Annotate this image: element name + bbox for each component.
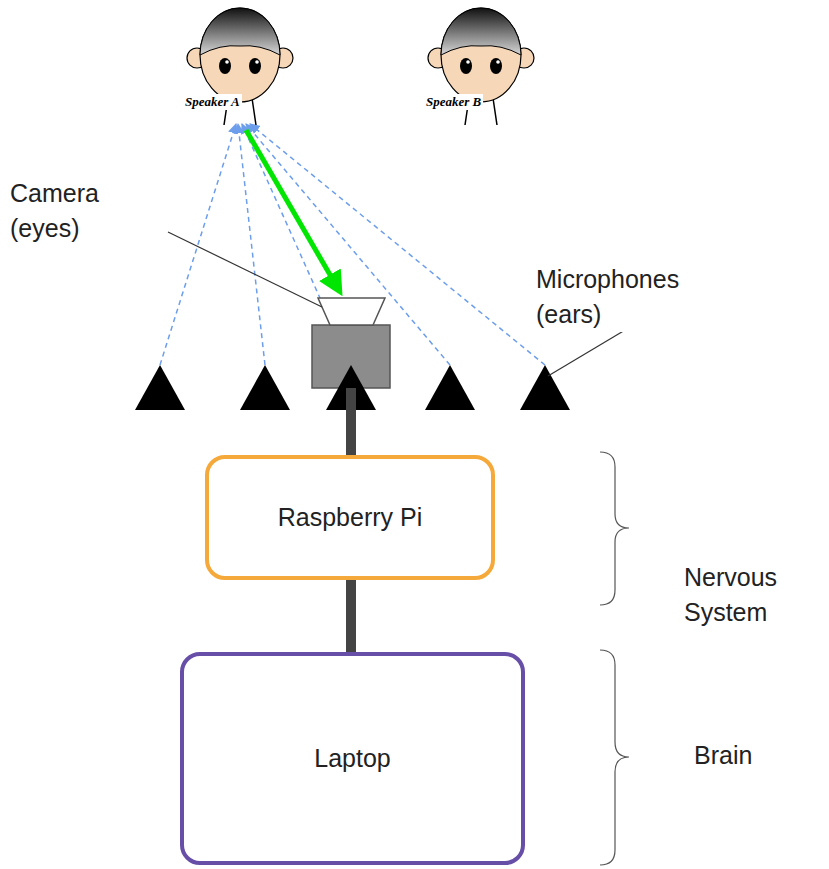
layer-label: Nervous System (684, 560, 794, 630)
speaker-label: Speaker A (183, 94, 242, 110)
gaze-arrow (246, 130, 340, 292)
speaker-label: Speaker B (424, 94, 483, 110)
part-label: Camera (eyes) (10, 176, 130, 246)
cable-connector (346, 580, 356, 652)
speaker-figure: Speaker B (426, 0, 536, 125)
box-label: Laptop (314, 744, 390, 773)
process-box: Laptop (180, 652, 525, 865)
part-label: Microphones (ears) (536, 262, 696, 332)
brace (600, 452, 629, 605)
speaker-figure: Speaker A (185, 0, 295, 125)
process-box: Raspberry Pi (205, 455, 495, 580)
leader-line (168, 232, 322, 307)
layer-label: Brain (694, 738, 804, 773)
cable (346, 388, 356, 458)
box-label: Raspberry Pi (278, 503, 423, 532)
camera-lens (318, 298, 385, 325)
brace (600, 650, 629, 865)
